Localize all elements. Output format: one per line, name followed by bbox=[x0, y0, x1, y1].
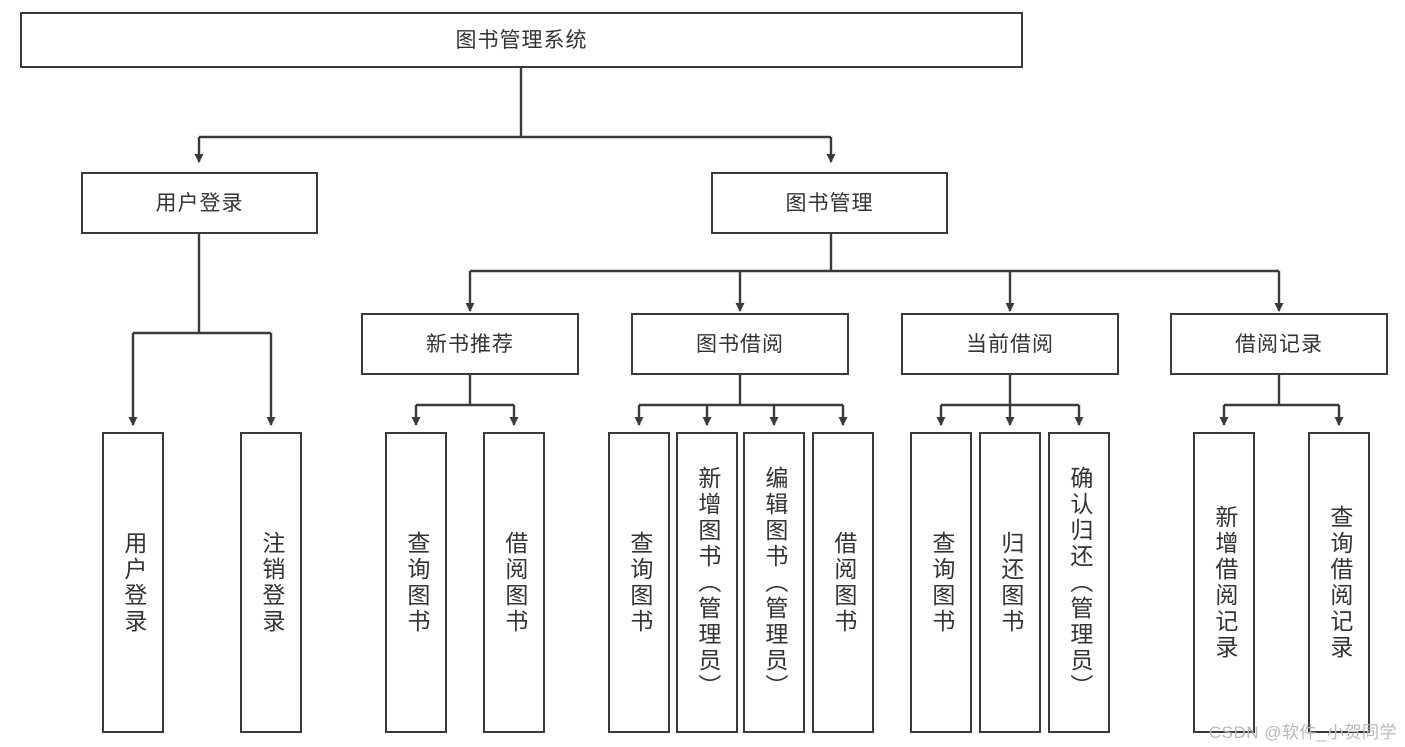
node-book-borrow[interactable]: 图书借阅 bbox=[631, 313, 849, 375]
node-new-book-recommend[interactable]: 新书推荐 bbox=[361, 313, 579, 375]
node-leaf-borrow-book-1[interactable]: 借阅图书 bbox=[483, 432, 545, 733]
node-label: 归还图书 bbox=[997, 530, 1024, 635]
node-leaf-query-book-2[interactable]: 查询图书 bbox=[608, 432, 670, 733]
node-label: 图书借阅 bbox=[696, 332, 784, 356]
node-label: 查询图书 bbox=[403, 530, 430, 635]
node-label: 用户登录 bbox=[155, 191, 244, 215]
node-label: 借阅图书 bbox=[830, 530, 857, 635]
node-user-login[interactable]: 用户登录 bbox=[81, 172, 318, 234]
node-current-borrow[interactable]: 当前借阅 bbox=[901, 313, 1119, 375]
node-root-book-management-system[interactable]: 图书管理系统 bbox=[20, 12, 1023, 68]
node-leaf-edit-book[interactable]: 编辑图书（管理员） bbox=[743, 432, 805, 733]
node-label: 查询图书 bbox=[928, 530, 955, 635]
node-label: 用户登录 bbox=[120, 530, 147, 635]
node-label: 借阅记录 bbox=[1235, 332, 1323, 356]
node-label: 图书管理 bbox=[785, 191, 874, 215]
node-leaf-borrow-book-2[interactable]: 借阅图书 bbox=[812, 432, 874, 733]
node-borrow-record[interactable]: 借阅记录 bbox=[1170, 313, 1388, 375]
node-leaf-user-logout[interactable]: 注销登录 bbox=[240, 432, 302, 733]
node-leaf-query-book-1[interactable]: 查询图书 bbox=[385, 432, 447, 733]
node-leaf-return-book[interactable]: 归还图书 bbox=[979, 432, 1041, 733]
node-leaf-confirm-return[interactable]: 确认归还（管理员） bbox=[1048, 432, 1110, 733]
node-book-management[interactable]: 图书管理 bbox=[711, 172, 948, 234]
node-label: 当前借阅 bbox=[966, 332, 1054, 356]
node-leaf-add-record[interactable]: 新增借阅记录 bbox=[1193, 432, 1255, 733]
node-label: 注销登录 bbox=[258, 530, 285, 635]
node-label: 借阅图书 bbox=[501, 530, 528, 635]
node-label: 新增图书（管理员） bbox=[694, 465, 721, 700]
node-label: 查询图书 bbox=[626, 530, 653, 635]
node-label: 编辑图书（管理员） bbox=[761, 465, 788, 700]
node-leaf-query-book-3[interactable]: 查询图书 bbox=[910, 432, 972, 733]
node-leaf-query-record[interactable]: 查询借阅记录 bbox=[1308, 432, 1370, 733]
node-label: 确认归还（管理员） bbox=[1066, 465, 1093, 700]
node-leaf-user-login[interactable]: 用户登录 bbox=[102, 432, 164, 733]
node-label: 新增借阅记录 bbox=[1211, 504, 1238, 661]
node-label: 新书推荐 bbox=[426, 332, 514, 356]
node-leaf-add-book[interactable]: 新增图书（管理员） bbox=[676, 432, 738, 733]
node-label: 查询借阅记录 bbox=[1326, 504, 1353, 661]
node-label: 图书管理系统 bbox=[455, 28, 588, 52]
